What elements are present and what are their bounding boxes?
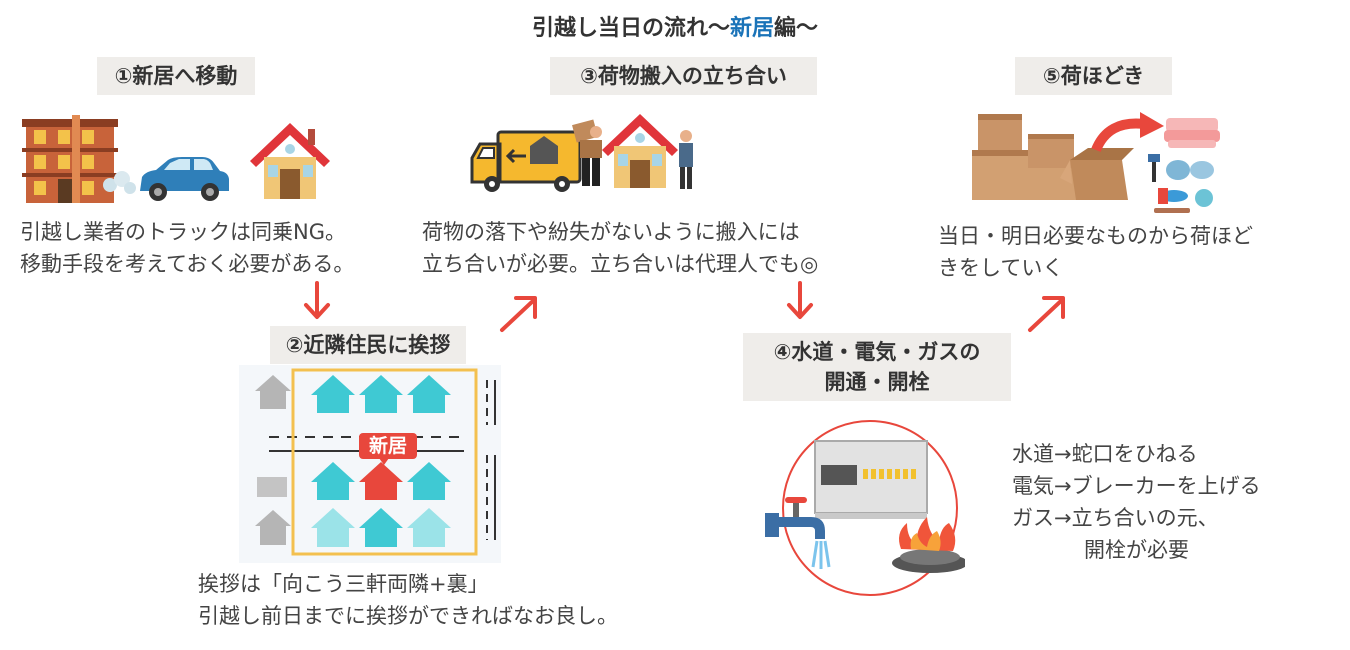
kitchen-items-icon — [1148, 154, 1214, 213]
arrow-up-right-icon — [496, 292, 542, 336]
car-icon — [103, 157, 229, 201]
gas-burner-icon — [892, 517, 965, 573]
step-1-illustration — [22, 115, 342, 210]
step-1-label: ①新居へ移動 — [97, 57, 255, 95]
arrow-down-icon — [302, 281, 332, 323]
step-3-description: 荷物の落下や紛失がないように搬入には 立ち合いが必要。立ち合いは代理人でも◎ — [422, 220, 819, 276]
step-2-description: 挨拶は「向こう三軒両隣+裏」 引越し前日までに挨拶ができればなお良し。 — [198, 572, 618, 628]
faucet-icon — [765, 497, 831, 569]
breaker-panel-icon — [814, 440, 928, 519]
neighborhood-map: 新居 — [239, 365, 501, 563]
clothes-icon — [1164, 118, 1220, 148]
curved-arrow-icon — [1091, 118, 1145, 153]
step-5-description: 当日・明日必要なものから荷ほど きをしていく — [938, 224, 1253, 280]
new-home-icon — [359, 462, 403, 500]
truck-icon — [470, 130, 582, 192]
arrow-up-right-icon — [1024, 292, 1070, 336]
house-icon — [250, 123, 330, 199]
mover-icon — [572, 119, 602, 186]
step-5-label: ⑤荷ほどき — [1015, 57, 1172, 95]
step-5-illustration — [968, 104, 1233, 219]
step-4-description: 水道→蛇口をひねる 電気→ブレーカーを上げる ガス→立ち合いの元、 開栓が必要 — [1012, 442, 1261, 562]
utilities-illustration — [745, 417, 965, 602]
page-title: 引越し当日の流れ〜新居編〜 — [531, 16, 819, 41]
title-highlight: 新居 — [729, 16, 774, 41]
resident-icon — [679, 130, 693, 189]
house-icon — [602, 114, 678, 188]
boxes-icon — [972, 114, 1134, 200]
step-2-label: ②近隣住民に挨拶 — [270, 326, 466, 364]
step-4-label: ④水道・電気・ガスの 開通・開栓 — [743, 333, 1011, 401]
step-3-illustration — [470, 110, 700, 195]
arrow-down-icon — [785, 281, 815, 323]
step-1-description: 引越し業者のトラックは同乗NG。 移動手段を考えておく必要がある。 — [20, 220, 355, 276]
new-home-badge: 新居 — [368, 435, 407, 457]
step-3-label: ③荷物搬入の立ち合い — [550, 57, 817, 95]
apartment-icon — [22, 115, 118, 203]
